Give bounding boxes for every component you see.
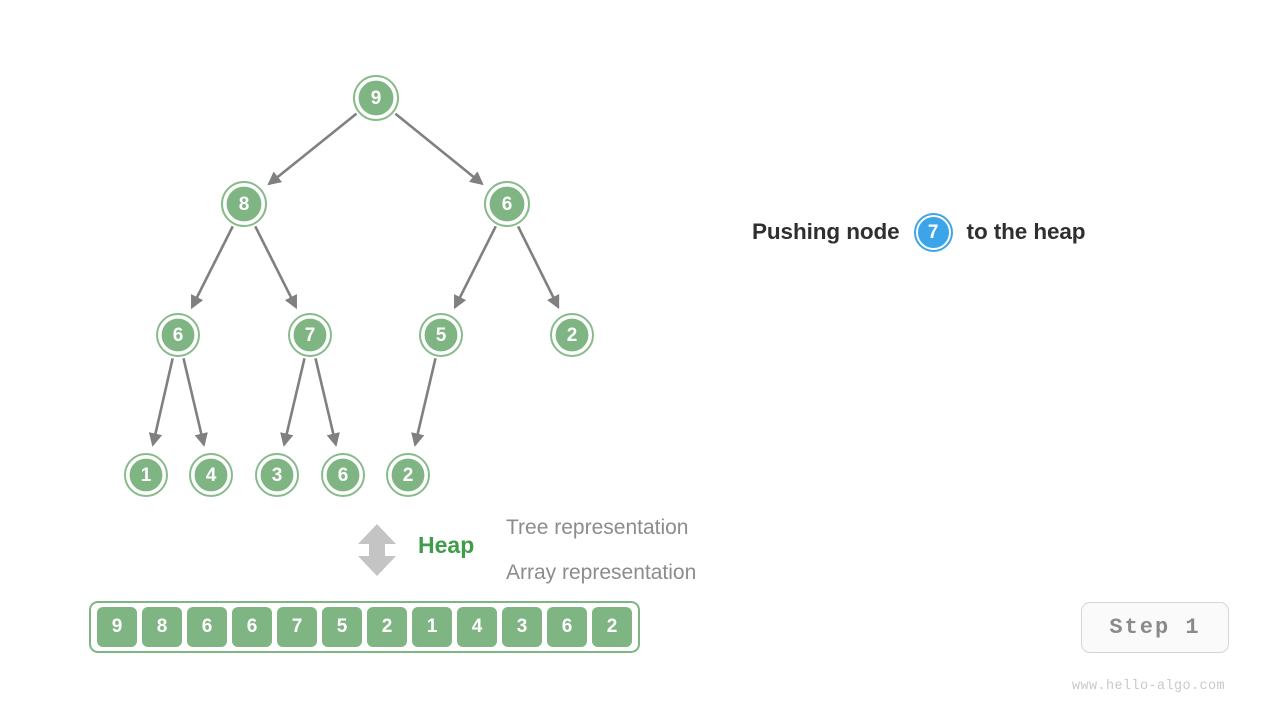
heap-legend-label: Heap <box>418 532 475 558</box>
array-representation-label: Array representation <box>506 561 697 584</box>
tree-nodes: 9 8 6 6 7 5 2 1 4 3 6 2 <box>124 75 594 497</box>
tree-edge <box>314 358 340 447</box>
tree-edge <box>190 225 234 310</box>
array-cell: 2 <box>591 606 633 648</box>
tree-node-circle <box>192 456 230 494</box>
tree-node-value: 6 <box>173 325 184 346</box>
array-cell: 6 <box>231 606 273 648</box>
tree-node: 2 <box>386 453 430 497</box>
array-cell: 6 <box>546 606 588 648</box>
tree-node-value: 7 <box>305 325 316 346</box>
caption-banner: Pushing node 7 to the heap <box>752 215 1086 250</box>
array-cell: 7 <box>276 606 318 648</box>
tree-edge <box>411 358 437 447</box>
pushed-node-badge: 7 <box>915 215 951 250</box>
tree-node-circle <box>224 184 264 224</box>
tree-node-circle <box>553 316 591 354</box>
tree-node-value: 6 <box>338 465 349 486</box>
tree-node-circle <box>258 456 296 494</box>
tree-representation-label: Tree representation <box>506 516 689 539</box>
tree-node: 6 <box>156 313 200 357</box>
tree-node-value: 6 <box>502 194 513 215</box>
tree-edge <box>394 112 484 186</box>
watermark: www.hello-algo.com <box>1072 679 1226 694</box>
tree-node: 2 <box>550 313 594 357</box>
tree-node: 7 <box>288 313 332 357</box>
tree-node: 4 <box>189 453 233 497</box>
tree-node-circle <box>422 316 460 354</box>
array-cell: 6 <box>186 606 228 648</box>
tree-node: 9 <box>353 75 399 121</box>
tree-node-value: 2 <box>403 465 414 486</box>
array-cell: 9 <box>96 606 138 648</box>
tree-edge <box>516 225 560 310</box>
tree-node-circle <box>159 316 197 354</box>
tree-node-circle <box>487 184 527 224</box>
tree-node-circle <box>324 456 362 494</box>
tree-node-value: 1 <box>141 465 152 486</box>
array-cell: 4 <box>456 606 498 648</box>
array-cell: 8 <box>141 606 183 648</box>
tree-edge <box>148 358 174 447</box>
tree-edge <box>182 358 208 447</box>
double-arrow-vertical-icon <box>358 524 396 576</box>
tree-node: 6 <box>484 181 530 227</box>
tree-node: 5 <box>419 313 463 357</box>
array-cell: 3 <box>501 606 543 648</box>
caption-suffix: to the heap <box>966 219 1086 245</box>
step-badge: Step 1 <box>1081 602 1229 653</box>
tree-edge <box>453 225 497 310</box>
array-cell: 1 <box>411 606 453 648</box>
tree-node-circle <box>389 456 427 494</box>
tree-node: 3 <box>255 453 299 497</box>
tree-edge <box>254 225 298 310</box>
array-cell: 5 <box>321 606 363 648</box>
tree-node-circle <box>356 78 396 118</box>
tree-node: 6 <box>321 453 365 497</box>
tree-node-value: 2 <box>567 325 578 346</box>
tree-edge <box>267 112 358 186</box>
tree-edges <box>148 112 560 447</box>
tree-node-circle <box>291 316 329 354</box>
caption-prefix: Pushing node <box>752 219 900 245</box>
tree-node-value: 9 <box>371 88 382 109</box>
tree-node-value: 3 <box>272 465 283 486</box>
tree-node: 8 <box>221 181 267 227</box>
tree-node-value: 4 <box>206 465 217 486</box>
tree-node-circle <box>127 456 165 494</box>
tree-node-value: 5 <box>436 325 447 346</box>
tree-node-value: 8 <box>239 194 250 215</box>
tree-edge <box>280 358 306 447</box>
tree-node: 1 <box>124 453 168 497</box>
array-cell: 2 <box>366 606 408 648</box>
